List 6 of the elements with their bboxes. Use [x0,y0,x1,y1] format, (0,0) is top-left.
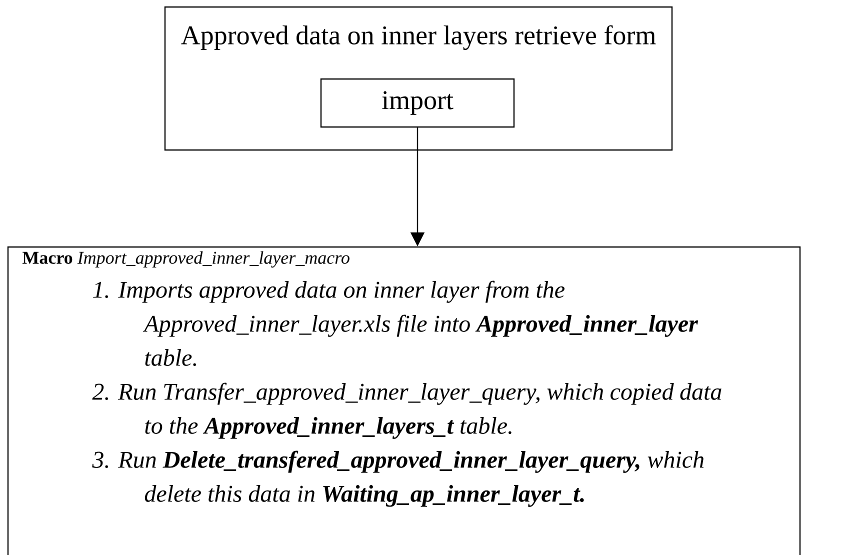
button-box: import [320,78,515,128]
step-text: 1. Imports approved data on inner layer from the Approved_inner_layer.xls file into Approved_inner_layer table. [93,280,698,366]
step-text: 3. Run Delete_transfered_approved_inner_layer_query, which delete this data in Waiting_ap_inner_layer_t. [92,450,704,507]
macro-box [7,246,801,555]
step-text: 2. Run Transfer_approved_inner_layer_query, which copied data to the Approved_inner_layers_t table. [92,382,722,439]
macro-heading: Macro Import_approved_inner_layer_macro [22,251,350,268]
